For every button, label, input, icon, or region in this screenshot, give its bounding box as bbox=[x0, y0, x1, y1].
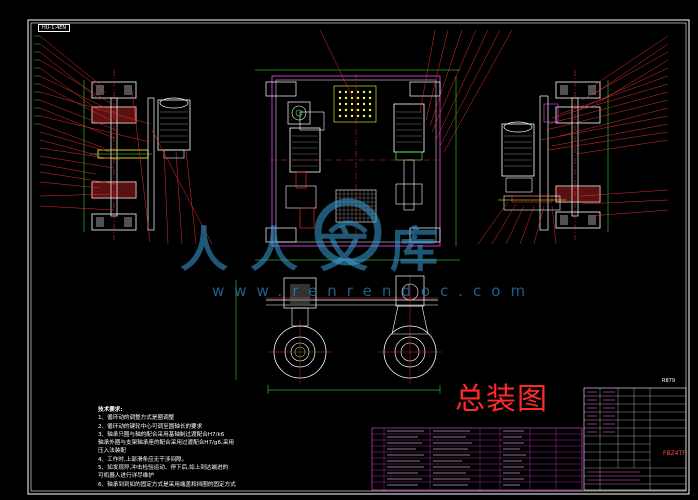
parts-list-table bbox=[371, 427, 583, 491]
center-top-view bbox=[255, 69, 460, 261]
title-block bbox=[583, 387, 687, 491]
inner-frame bbox=[30, 22, 687, 492]
leader-lines-left bbox=[39, 35, 213, 245]
watermark-url: www.renrendoc.com bbox=[212, 282, 536, 300]
notes-line: 1、循环动的调整方式是圈调整 bbox=[98, 415, 175, 422]
title-block-label: R879 bbox=[662, 378, 676, 384]
notes-line: 2、循环动的键轮中心可调至圆轴长的要求 bbox=[98, 423, 203, 430]
notes-line: 压入法装配 bbox=[98, 448, 126, 455]
notes-line: 轴承外圈与支架轴承座的配合采用过渡配合H7/g6,采用 bbox=[98, 440, 235, 447]
drawing-title: 总装图 bbox=[455, 382, 548, 417]
drawing-code: FBZ4TF bbox=[663, 450, 686, 457]
right-side-view bbox=[498, 70, 609, 240]
technical-requirements: 技术要求: 1、循环动的调整方式是圈调整 2、循环动的键轮中心可调至圆轴长的要求… bbox=[98, 406, 398, 489]
watermark-logo bbox=[314, 198, 382, 266]
bottom-front-view bbox=[235, 275, 442, 394]
scale-label: HU-1:4EN bbox=[38, 24, 71, 32]
watermark-brand: 人人文库 bbox=[180, 222, 461, 278]
leader-ticks-left bbox=[34, 35, 40, 125]
leader-lines-center bbox=[319, 29, 513, 153]
notes-line: 可机器人进行详尽维护 bbox=[98, 473, 154, 480]
left-side-view bbox=[83, 70, 191, 240]
notes-line: 5、如发现异,冲击检验运动、停下后,如上到达端进的 bbox=[98, 465, 229, 472]
outer-frame bbox=[27, 19, 690, 495]
notes-line: 4、工作时,上部滑条应无干涉间隙。 bbox=[98, 456, 188, 463]
leader-lines-right bbox=[477, 35, 669, 245]
notes-line: 6、轴承到到如的固定方式是采用端盖和挡圈的固定方式 bbox=[98, 481, 236, 488]
notes-heading: 技术要求: bbox=[98, 407, 123, 413]
notes-line: 3、轴承只圈与轴的配合采用基轴制过渡配合H7/k6 bbox=[98, 431, 225, 438]
